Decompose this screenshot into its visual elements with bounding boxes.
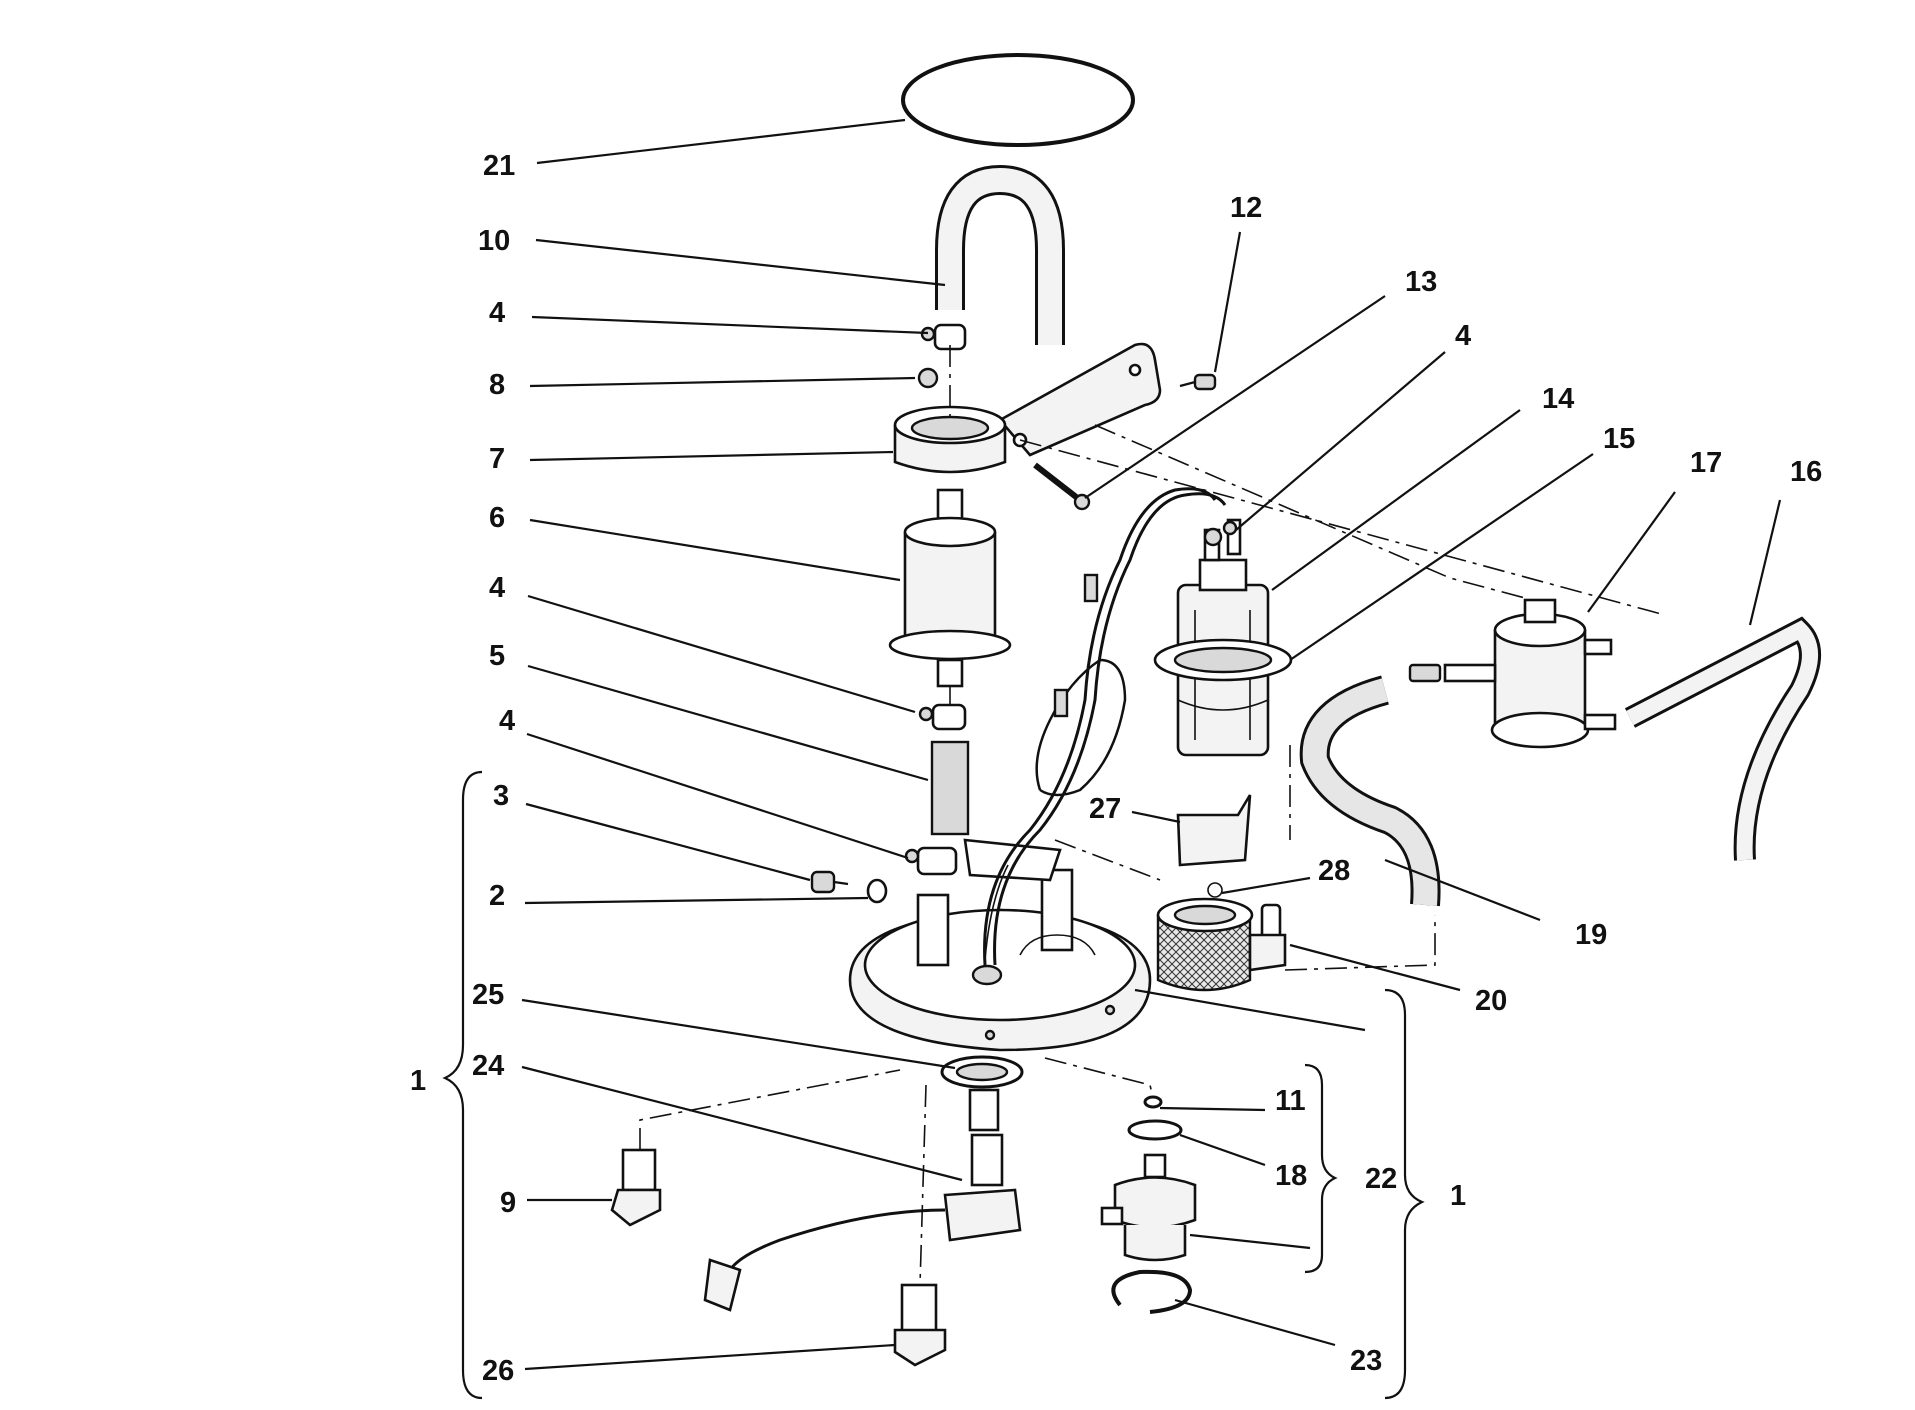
part-9-sensor (610, 1148, 662, 1227)
label-19: 19 (1575, 919, 1607, 951)
label-8: 8 (489, 369, 505, 401)
label-15: 15 (1603, 423, 1635, 455)
part-16-long-hose (1624, 616, 1821, 861)
part-11-circlip (1143, 1095, 1163, 1109)
label-4-clamp-mid: 4 (489, 572, 505, 604)
part-24-sender (703, 1088, 1022, 1312)
part-21-o-ring (901, 53, 1135, 147)
part-27-clip (1176, 794, 1252, 867)
part-4-clamp-low (904, 846, 958, 876)
label-1-left: 1 (410, 1065, 426, 1097)
label-27: 27 (1089, 793, 1121, 825)
label-14: 14 (1542, 383, 1574, 415)
part-22-pressure-regulator (1100, 1153, 1197, 1262)
label-1-right: 1 (1450, 1180, 1466, 1212)
leader-lines (521, 118, 1782, 1371)
part-2-washer (866, 878, 888, 904)
assembly-brackets (442, 770, 1425, 1400)
label-4-clamp-low: 4 (499, 705, 515, 737)
part-4-clamp-top (920, 323, 967, 351)
part-1-flange-base (848, 838, 1152, 1052)
part-28-strainer (1156, 882, 1287, 992)
part-25-gasket (940, 1055, 1024, 1089)
label-4-pump: 4 (1455, 320, 1471, 352)
part-6-fuel-filter (888, 488, 1012, 688)
label-18: 18 (1275, 1160, 1307, 1192)
label-12: 12 (1230, 192, 1262, 224)
label-7: 7 (489, 443, 505, 475)
part-4-clamp-mid (918, 703, 967, 731)
label-2: 2 (489, 880, 505, 912)
label-3: 3 (493, 780, 509, 812)
label-21: 21 (483, 150, 515, 182)
label-4-clamp-top: 4 (489, 297, 505, 329)
label-6: 6 (489, 502, 505, 534)
part-number-labels: 21 10 4 8 7 6 4 5 4 3 2 25 24 1 9 26 12 … (410, 150, 1822, 1387)
part-17-canister (1408, 598, 1617, 749)
label-23: 23 (1350, 1345, 1382, 1377)
label-26: 26 (482, 1355, 514, 1387)
label-13: 13 (1405, 266, 1437, 298)
label-11: 11 (1275, 1085, 1306, 1117)
label-5: 5 (489, 640, 505, 672)
wiring-harness (983, 487, 1227, 966)
assembly-centerlines (639, 345, 1666, 1286)
part-23-snap-ring (1111, 1269, 1193, 1314)
part-7-bracket (893, 342, 1162, 474)
part-19-hose (1299, 675, 1441, 907)
part-14-fuel-pump (1176, 518, 1270, 757)
part-8-nut (917, 367, 939, 389)
part-10-u-hose (935, 164, 1065, 345)
label-25: 25 (472, 979, 504, 1011)
label-9: 9 (500, 1187, 516, 1219)
part-12-screw (1179, 373, 1217, 391)
label-17: 17 (1690, 447, 1722, 479)
label-22: 22 (1365, 1163, 1397, 1195)
part-5-short-hose (930, 740, 970, 836)
part-3-screw (810, 870, 849, 894)
label-16: 16 (1790, 456, 1822, 488)
part-26-sensor (893, 1283, 947, 1367)
label-24: 24 (472, 1050, 504, 1082)
label-20: 20 (1475, 985, 1507, 1017)
part-13-screw (1033, 462, 1091, 511)
part-18-o-ring (1127, 1119, 1183, 1141)
label-28: 28 (1318, 855, 1350, 887)
label-10: 10 (478, 225, 510, 257)
part-15-seal (1153, 638, 1293, 682)
